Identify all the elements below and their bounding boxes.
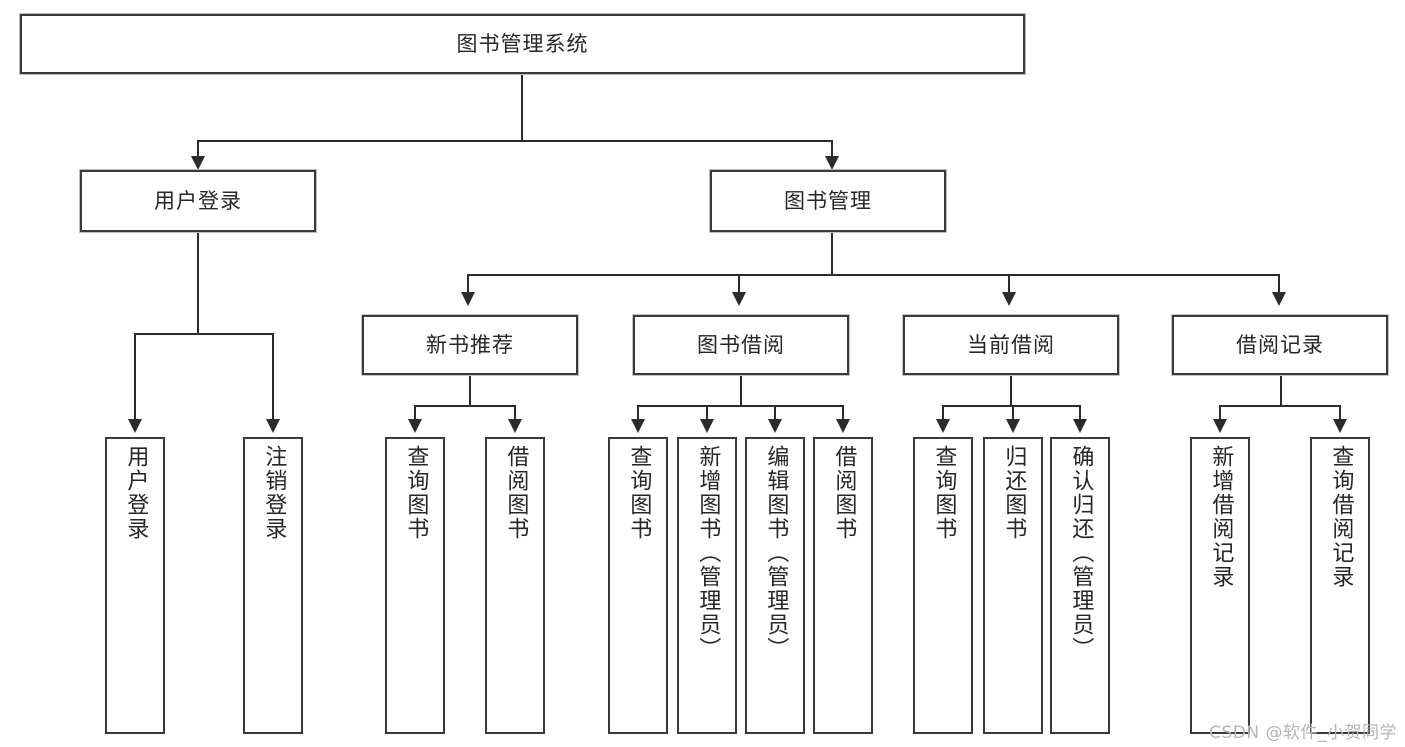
node-new-book-rec-label: 新书推荐 bbox=[426, 332, 514, 357]
connector-root-stem bbox=[521, 74, 523, 142]
arrow-to-book-borrow bbox=[732, 292, 746, 306]
connector-current-l1 bbox=[942, 405, 944, 421]
connector-record-bar bbox=[1219, 405, 1341, 407]
node-book-borrow[interactable]: 图书借阅 bbox=[633, 315, 849, 375]
arrow-to-leaf-return-book bbox=[1006, 419, 1020, 433]
connector-borrow-l2 bbox=[706, 405, 708, 421]
arrow-to-current-borrow bbox=[1002, 292, 1016, 306]
node-leaf-query-book-3-label: 查询图书 bbox=[931, 445, 957, 541]
connector-user-bar bbox=[134, 333, 273, 335]
arrow-to-new-book-rec bbox=[461, 292, 475, 306]
connector-root-bar bbox=[197, 140, 833, 142]
node-leaf-borrow-book-1[interactable]: 借阅图书 bbox=[485, 437, 545, 734]
connector-current-bar bbox=[942, 405, 1081, 407]
node-book-borrow-label: 图书借阅 bbox=[697, 332, 785, 357]
node-borrow-record-label: 借阅记录 bbox=[1236, 332, 1324, 357]
node-leaf-borrow-book-2-label: 借阅图书 bbox=[831, 445, 857, 541]
connector-root-to-book bbox=[831, 140, 833, 162]
node-leaf-borrow-book-1-label: 借阅图书 bbox=[503, 445, 529, 541]
node-leaf-query-record[interactable]: 查询借阅记录 bbox=[1310, 437, 1370, 734]
node-leaf-add-book[interactable]: 新增图书（管理员） bbox=[677, 437, 737, 734]
node-borrow-record[interactable]: 借阅记录 bbox=[1172, 315, 1388, 375]
connector-newbook-stem bbox=[469, 375, 471, 407]
node-leaf-query-book-2[interactable]: 查询图书 bbox=[608, 437, 668, 734]
arrow-to-leaf-query-record bbox=[1333, 419, 1347, 433]
connector-current-l2 bbox=[1012, 405, 1014, 421]
arrow-to-leaf-borrow-book-1 bbox=[508, 419, 522, 433]
connector-book-b3 bbox=[1008, 274, 1010, 296]
connector-root-to-user bbox=[197, 140, 199, 162]
node-leaf-borrow-book-2[interactable]: 借阅图书 bbox=[813, 437, 873, 734]
node-leaf-confirm-return[interactable]: 确认归还（管理员） bbox=[1050, 437, 1110, 734]
node-leaf-return-book-label: 归还图书 bbox=[1001, 445, 1027, 541]
node-root-label: 图书管理系统 bbox=[456, 31, 589, 56]
connector-borrow-l4 bbox=[842, 405, 844, 421]
node-leaf-edit-book[interactable]: 编辑图书（管理员） bbox=[745, 437, 805, 734]
node-new-book-rec[interactable]: 新书推荐 bbox=[362, 315, 578, 375]
csdn-watermark: CSDN @软件_小贺同学 bbox=[1209, 723, 1397, 743]
arrow-to-leaf-confirm-return bbox=[1073, 419, 1087, 433]
connector-newbook-l1 bbox=[414, 405, 416, 421]
connector-book-b1 bbox=[467, 274, 469, 296]
node-leaf-return-book[interactable]: 归还图书 bbox=[983, 437, 1043, 734]
node-book-manage[interactable]: 图书管理 bbox=[710, 170, 946, 232]
node-leaf-query-record-label: 查询借阅记录 bbox=[1328, 445, 1354, 589]
connector-book-bar bbox=[467, 274, 1280, 276]
node-leaf-query-book-1[interactable]: 查询图书 bbox=[385, 437, 445, 734]
connector-user-stem bbox=[197, 232, 199, 335]
connector-book-b4 bbox=[1278, 274, 1280, 296]
connector-user-left bbox=[134, 333, 136, 421]
node-leaf-confirm-return-label: 确认归还（管理员） bbox=[1068, 445, 1094, 661]
connector-borrow-l1 bbox=[637, 405, 639, 421]
arrow-to-user-login bbox=[191, 156, 205, 170]
arrow-to-book-manage bbox=[825, 156, 839, 170]
connector-record-l1 bbox=[1219, 405, 1221, 421]
connector-book-b2 bbox=[738, 274, 740, 296]
node-current-borrow[interactable]: 当前借阅 bbox=[903, 315, 1119, 375]
connector-newbook-l2 bbox=[514, 405, 516, 421]
arrow-to-borrow-record bbox=[1272, 292, 1286, 306]
connector-current-stem bbox=[1010, 375, 1012, 407]
arrow-to-leaf-add-book bbox=[700, 419, 714, 433]
node-leaf-user-login[interactable]: 用户登录 bbox=[105, 437, 165, 734]
connector-borrow-stem bbox=[740, 375, 742, 407]
connector-borrow-l3 bbox=[774, 405, 776, 421]
node-leaf-query-book-1-label: 查询图书 bbox=[403, 445, 429, 541]
node-leaf-add-book-label: 新增图书（管理员） bbox=[695, 445, 721, 661]
node-leaf-edit-book-label: 编辑图书（管理员） bbox=[763, 445, 789, 661]
connector-newbook-bar bbox=[414, 405, 516, 407]
arrow-to-leaf-edit-book bbox=[768, 419, 782, 433]
node-current-borrow-label: 当前借阅 bbox=[967, 332, 1055, 357]
connector-borrow-bar bbox=[637, 405, 843, 407]
arrow-to-leaf-query-book-2 bbox=[631, 419, 645, 433]
node-leaf-user-login-label: 用户登录 bbox=[123, 445, 149, 541]
arrow-to-leaf-query-book-3 bbox=[936, 419, 950, 433]
arrow-to-leaf-query-book-1 bbox=[408, 419, 422, 433]
connector-user-right bbox=[272, 333, 274, 421]
node-leaf-query-book-2-label: 查询图书 bbox=[626, 445, 652, 541]
node-leaf-query-book-3[interactable]: 查询图书 bbox=[913, 437, 973, 734]
node-leaf-logout[interactable]: 注销登录 bbox=[243, 437, 303, 734]
arrow-to-leaf-user-login bbox=[128, 419, 142, 433]
node-leaf-add-record-label: 新增借阅记录 bbox=[1208, 445, 1234, 589]
arrow-to-leaf-add-record bbox=[1213, 419, 1227, 433]
connector-book-stem bbox=[831, 232, 833, 276]
arrow-to-leaf-logout bbox=[266, 419, 280, 433]
connector-current-l3 bbox=[1079, 405, 1081, 421]
arrow-to-leaf-borrow-book-2 bbox=[836, 419, 850, 433]
node-leaf-add-record[interactable]: 新增借阅记录 bbox=[1190, 437, 1250, 734]
connector-record-stem bbox=[1280, 375, 1282, 407]
node-user-login-label: 用户登录 bbox=[154, 188, 242, 213]
node-root[interactable]: 图书管理系统 bbox=[20, 14, 1025, 74]
connector-record-l2 bbox=[1339, 405, 1341, 421]
node-book-manage-label: 图书管理 bbox=[784, 188, 872, 213]
node-leaf-logout-label: 注销登录 bbox=[261, 445, 287, 541]
node-user-login[interactable]: 用户登录 bbox=[80, 170, 316, 232]
